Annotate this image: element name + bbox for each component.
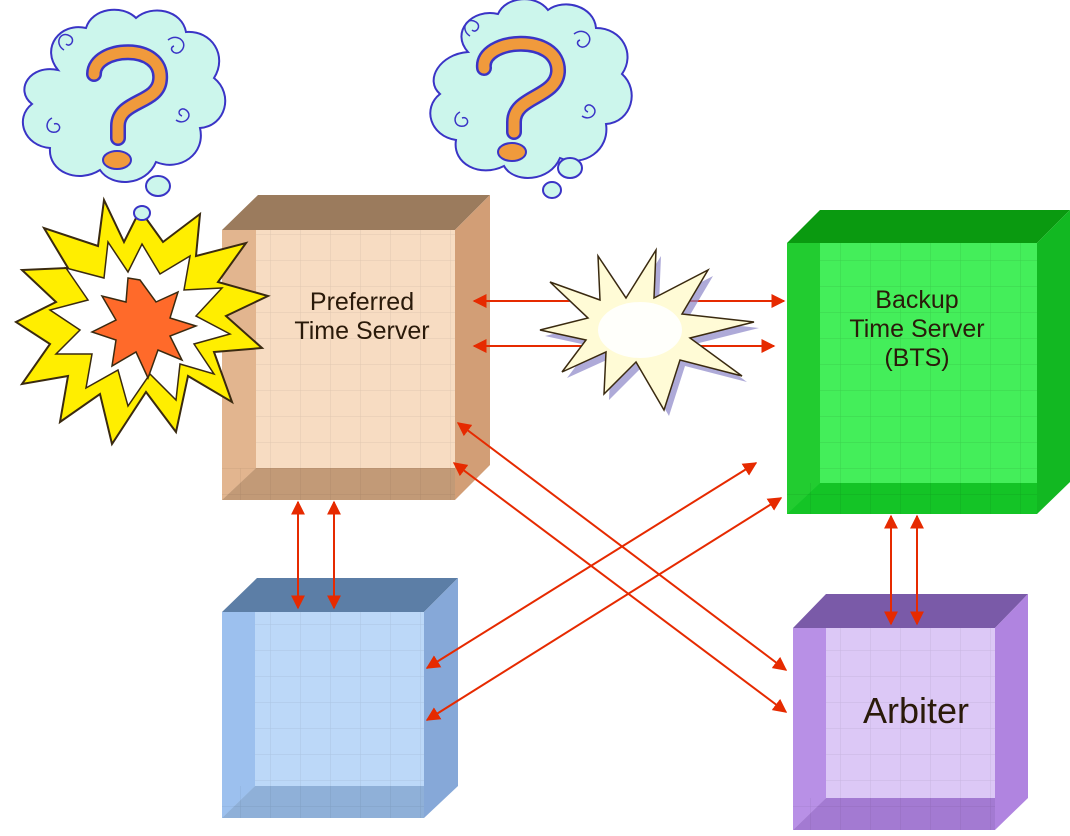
link-break-burst-icon	[539, 247, 759, 416]
backup-server-right-side	[1037, 210, 1070, 514]
backup-server-top	[787, 210, 1070, 243]
preferred-server-right-side	[455, 195, 490, 500]
client-server-top	[222, 578, 458, 612]
preferred-server-top	[222, 195, 490, 230]
backup-time-server-box	[787, 210, 1070, 514]
question-thought-bubble-left	[21, 8, 227, 221]
question-thought-bubble-center	[429, 0, 633, 199]
client-server-box	[222, 578, 458, 818]
failure-burst-icon	[13, 196, 271, 447]
client-server-right-side	[424, 578, 458, 818]
client-bts-link-lower	[425, 497, 783, 721]
arbiter-right-side	[995, 594, 1028, 830]
client-bts-link-upper	[425, 462, 758, 669]
arbiter-top	[793, 594, 1028, 628]
arbiter-server-box	[793, 594, 1028, 830]
pts-arbiter-link-lower	[452, 462, 788, 713]
